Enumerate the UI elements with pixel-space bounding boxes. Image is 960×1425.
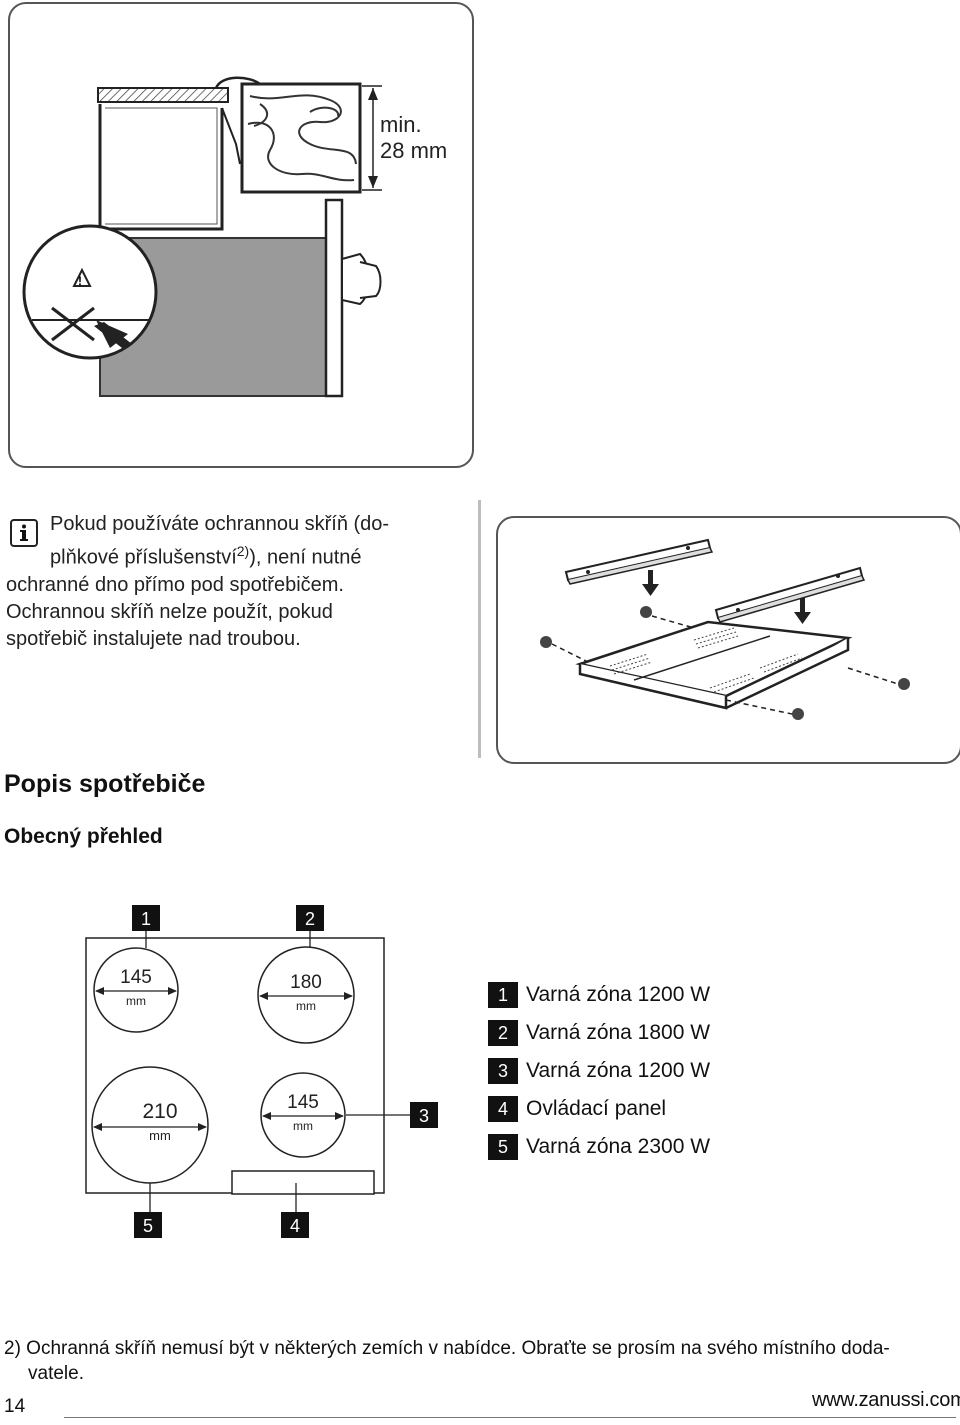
legend-number: 1 bbox=[488, 982, 518, 1008]
info-note-line2-text: plňkové příslušenství bbox=[50, 546, 237, 569]
info-note: Pokud používáte ochrannou skříň (do- plň… bbox=[6, 511, 470, 653]
legend-text: Varná zóna 1800 W bbox=[526, 1021, 711, 1044]
svg-text:5: 5 bbox=[143, 1216, 153, 1236]
cooking-zone-2 bbox=[257, 946, 355, 1044]
zone-2-unit: mm bbox=[296, 999, 316, 1013]
clearance-label-line2: 28 mm bbox=[380, 138, 448, 163]
legend-number: 4 bbox=[488, 1096, 518, 1122]
protective-box-figure bbox=[496, 516, 960, 764]
badge-1: 1 bbox=[132, 905, 160, 931]
svg-text:2: 2 bbox=[305, 909, 315, 929]
footnote-line2: vatele. bbox=[28, 1363, 84, 1384]
badge-5: 5 bbox=[134, 1212, 162, 1238]
info-note-line3: ochranné dno přímo pod spotřebičem. bbox=[6, 573, 344, 596]
legend-text: Varná zóna 2300 W bbox=[526, 1135, 711, 1158]
clearance-label: min. 28 mm bbox=[380, 112, 447, 164]
zone-5-unit: mm bbox=[149, 1128, 171, 1143]
info-note-line4: Ochrannou skříň nelze použít, pokud bbox=[6, 600, 333, 623]
svg-text:4: 4 bbox=[290, 1216, 300, 1236]
badge-2: 2 bbox=[296, 905, 324, 931]
hob-diagram: 145 mm 180 mm 210 mm 145 mm 1 2 3 5 4 bbox=[0, 895, 480, 1245]
zone-1-unit: mm bbox=[126, 994, 146, 1008]
page-number: 14 bbox=[4, 1396, 26, 1417]
website-link[interactable]: www.zanussi.com bbox=[812, 1389, 960, 1411]
column-divider bbox=[478, 500, 481, 758]
control-panel bbox=[231, 1170, 375, 1195]
cooking-zone-5 bbox=[91, 1066, 209, 1184]
cooking-zone-1 bbox=[93, 947, 179, 1033]
zone-1-size: 145 bbox=[120, 967, 152, 988]
footnote: 2) Ochranná skříň nemusí být v některých… bbox=[4, 1336, 954, 1386]
zone-5-size: 210 bbox=[142, 1100, 177, 1123]
hob-drawing: 145 mm 180 mm 210 mm 145 mm 1 2 3 5 4 bbox=[85, 905, 438, 1238]
info-note-line1: Pokud používáte ochrannou skříň (do- bbox=[50, 513, 390, 535]
clearance-label-line1: min. bbox=[380, 112, 422, 137]
info-note-line2-tail: ), není nutné bbox=[249, 546, 362, 569]
legend-text: Varná zóna 1200 W bbox=[526, 983, 711, 1006]
svg-text:!: ! bbox=[78, 274, 82, 288]
info-note-line5: spotřebič instalujete nad troubou. bbox=[6, 627, 301, 650]
legend-number: 3 bbox=[488, 1058, 518, 1084]
installation-figure: ! min. 28 mm bbox=[8, 2, 474, 468]
footnote-line1: 2) Ochranná skříň nemusí být v některých… bbox=[4, 1338, 890, 1359]
footer-rule bbox=[64, 1417, 956, 1418]
cooking-zone-3 bbox=[260, 1072, 346, 1158]
badge-3: 3 bbox=[410, 1102, 438, 1128]
svg-text:1: 1 bbox=[141, 909, 151, 929]
info-note-line2: plňkové příslušenství2)), není nutné bbox=[50, 538, 470, 572]
svg-text:3: 3 bbox=[419, 1106, 429, 1126]
legend-number: 5 bbox=[488, 1134, 518, 1160]
protective-box-drawing bbox=[540, 538, 910, 720]
installation-drawing: ! bbox=[22, 76, 382, 398]
zone-3-unit: mm bbox=[293, 1119, 313, 1133]
info-icon bbox=[10, 519, 38, 547]
footnote-ref: 2) bbox=[236, 543, 250, 559]
badge-4: 4 bbox=[281, 1212, 309, 1238]
zone-3-size: 145 bbox=[287, 1092, 319, 1113]
legend-text: Varná zóna 1200 W bbox=[526, 1059, 711, 1082]
section-subtitle: Obecný přehled bbox=[4, 825, 163, 848]
legend-text: Ovládací panel bbox=[526, 1097, 667, 1120]
legend-number: 2 bbox=[488, 1020, 518, 1046]
zone-2-size: 180 bbox=[290, 972, 322, 993]
section-title: Popis spotřebiče bbox=[4, 770, 206, 798]
